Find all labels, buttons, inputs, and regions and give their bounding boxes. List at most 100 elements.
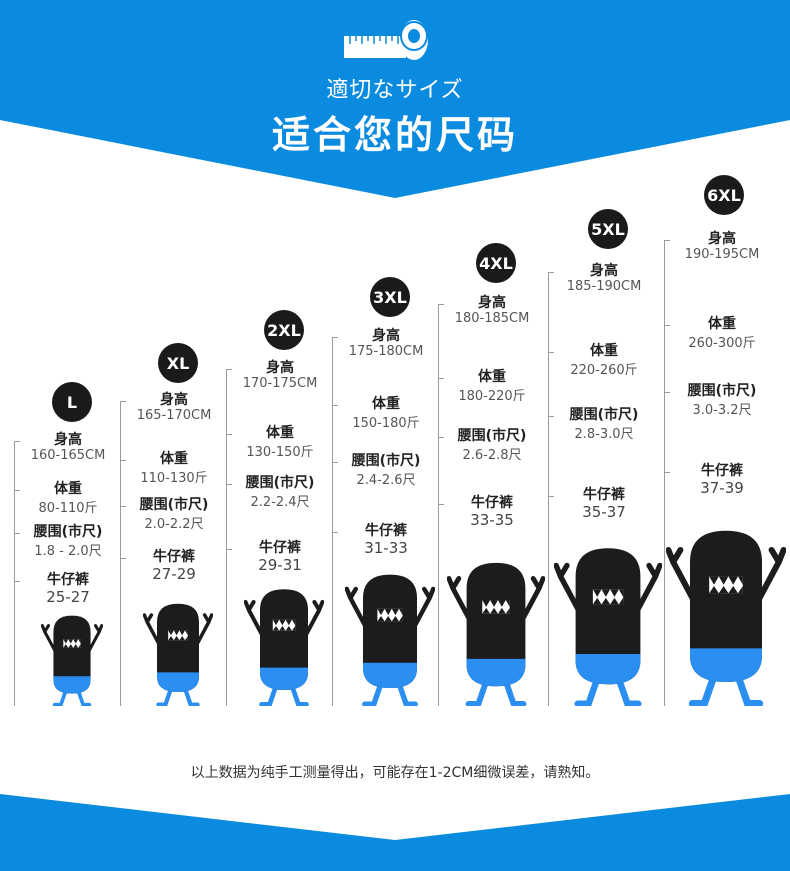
header-subtitle: 適切なサイズ	[326, 78, 464, 103]
value-height: 180-185CM	[454, 311, 530, 326]
scale-tick	[548, 496, 554, 497]
footer-background	[0, 794, 790, 871]
scale-tick	[548, 352, 554, 353]
value-weight: 260-300斤	[688, 336, 756, 351]
scale-tick	[548, 272, 554, 273]
value-waist: 1.8 - 2.0尺	[34, 544, 102, 559]
label-jeans: 牛仔裤	[583, 487, 625, 503]
label-jeans: 牛仔裤	[153, 549, 195, 565]
label-waist: 腰围(市尺)	[245, 475, 315, 491]
label-height: 身高	[160, 392, 188, 408]
scale-tick	[226, 484, 232, 485]
scale-line	[120, 401, 121, 706]
size-badge: 4XL	[476, 243, 516, 283]
mascot-2xl	[244, 589, 324, 706]
measurement-note: 以上数据为纯手工测量得出，可能存在1-2CM细微误差，请熟知。	[190, 765, 600, 781]
label-waist: 腰围(市尺)	[457, 428, 527, 444]
scale-line	[438, 304, 439, 706]
value-height: 170-175CM	[242, 376, 318, 391]
scale-tick	[438, 504, 444, 505]
scale-tick	[120, 506, 126, 507]
value-jeans: 31-33	[364, 539, 408, 557]
scale-tick	[226, 369, 232, 370]
label-weight: 体重	[590, 343, 618, 359]
scale-line	[14, 441, 15, 706]
size-badge: XL	[158, 343, 198, 383]
mascot-3xl	[345, 574, 435, 706]
scale-tick	[438, 437, 444, 438]
label-height: 身高	[372, 328, 400, 344]
scale-line	[226, 369, 227, 706]
size-badge: 2XL	[264, 310, 304, 350]
value-waist: 2.8-3.0尺	[574, 427, 634, 442]
scale-tick	[664, 392, 670, 393]
value-weight: 80-110斤	[38, 501, 98, 516]
value-height: 160-165CM	[30, 448, 106, 463]
scale-tick	[664, 240, 670, 241]
label-weight: 体重	[372, 396, 400, 412]
value-jeans: 29-31	[258, 556, 302, 574]
scale-tick	[332, 462, 338, 463]
scale-tick	[120, 558, 126, 559]
header-background	[0, 0, 790, 198]
label-waist: 腰围(市尺)	[569, 407, 639, 423]
value-height: 190-195CM	[684, 247, 760, 262]
value-weight: 130-150斤	[246, 445, 314, 460]
label-weight: 体重	[54, 481, 82, 497]
scale-tick	[332, 405, 338, 406]
size-badge: 3XL	[370, 277, 410, 317]
size-badge: 6XL	[704, 175, 744, 215]
value-weight: 150-180斤	[352, 416, 420, 431]
scale-tick	[14, 581, 20, 582]
label-height: 身高	[590, 263, 618, 279]
scale-tick	[664, 472, 670, 473]
scale-tick	[226, 434, 232, 435]
size-badge: 5XL	[588, 209, 628, 249]
label-height: 身高	[266, 360, 294, 376]
scale-tick	[438, 378, 444, 379]
label-weight: 体重	[478, 369, 506, 385]
value-jeans: 37-39	[700, 479, 744, 497]
scale-tick	[120, 401, 126, 402]
mascot-xl	[143, 603, 213, 706]
value-waist: 2.6-2.8尺	[462, 448, 522, 463]
label-jeans: 牛仔裤	[471, 495, 513, 511]
value-waist: 2.0-2.2尺	[144, 517, 204, 532]
scale-tick	[120, 460, 126, 461]
mascot-6xl	[666, 530, 786, 706]
value-height: 165-170CM	[136, 408, 212, 423]
scale-tick	[332, 337, 338, 338]
value-waist: 2.2-2.4尺	[250, 495, 310, 510]
label-jeans: 牛仔裤	[259, 540, 301, 556]
label-height: 身高	[708, 231, 736, 247]
label-waist: 腰围(市尺)	[687, 383, 757, 399]
scale-tick	[438, 304, 444, 305]
scale-line	[548, 272, 549, 706]
scale-line	[332, 337, 333, 706]
size-badge: L	[52, 382, 92, 422]
scale-tick	[14, 441, 20, 442]
label-waist: 腰围(市尺)	[351, 453, 421, 469]
scale-tick	[14, 533, 20, 534]
scale-tick	[548, 416, 554, 417]
mascot-5xl	[554, 548, 662, 706]
value-weight: 220-260斤	[570, 363, 638, 378]
label-jeans: 牛仔裤	[701, 463, 743, 479]
label-weight: 体重	[708, 316, 736, 332]
value-height: 185-190CM	[566, 279, 642, 294]
value-weight: 180-220斤	[458, 389, 526, 404]
mascot-l	[41, 615, 103, 706]
scale-tick	[664, 325, 670, 326]
measuring-tape-icon	[344, 20, 428, 60]
value-height: 175-180CM	[348, 344, 424, 359]
label-weight: 体重	[160, 451, 188, 467]
label-waist: 腰围(市尺)	[139, 497, 209, 513]
scale-tick	[332, 532, 338, 533]
value-waist: 2.4-2.6尺	[356, 473, 416, 488]
label-jeans: 牛仔裤	[365, 523, 407, 539]
scale-tick	[14, 490, 20, 491]
scale-tick	[226, 549, 232, 550]
label-waist: 腰围(市尺)	[33, 524, 103, 540]
label-height: 身高	[478, 295, 506, 311]
label-height: 身高	[54, 432, 82, 448]
